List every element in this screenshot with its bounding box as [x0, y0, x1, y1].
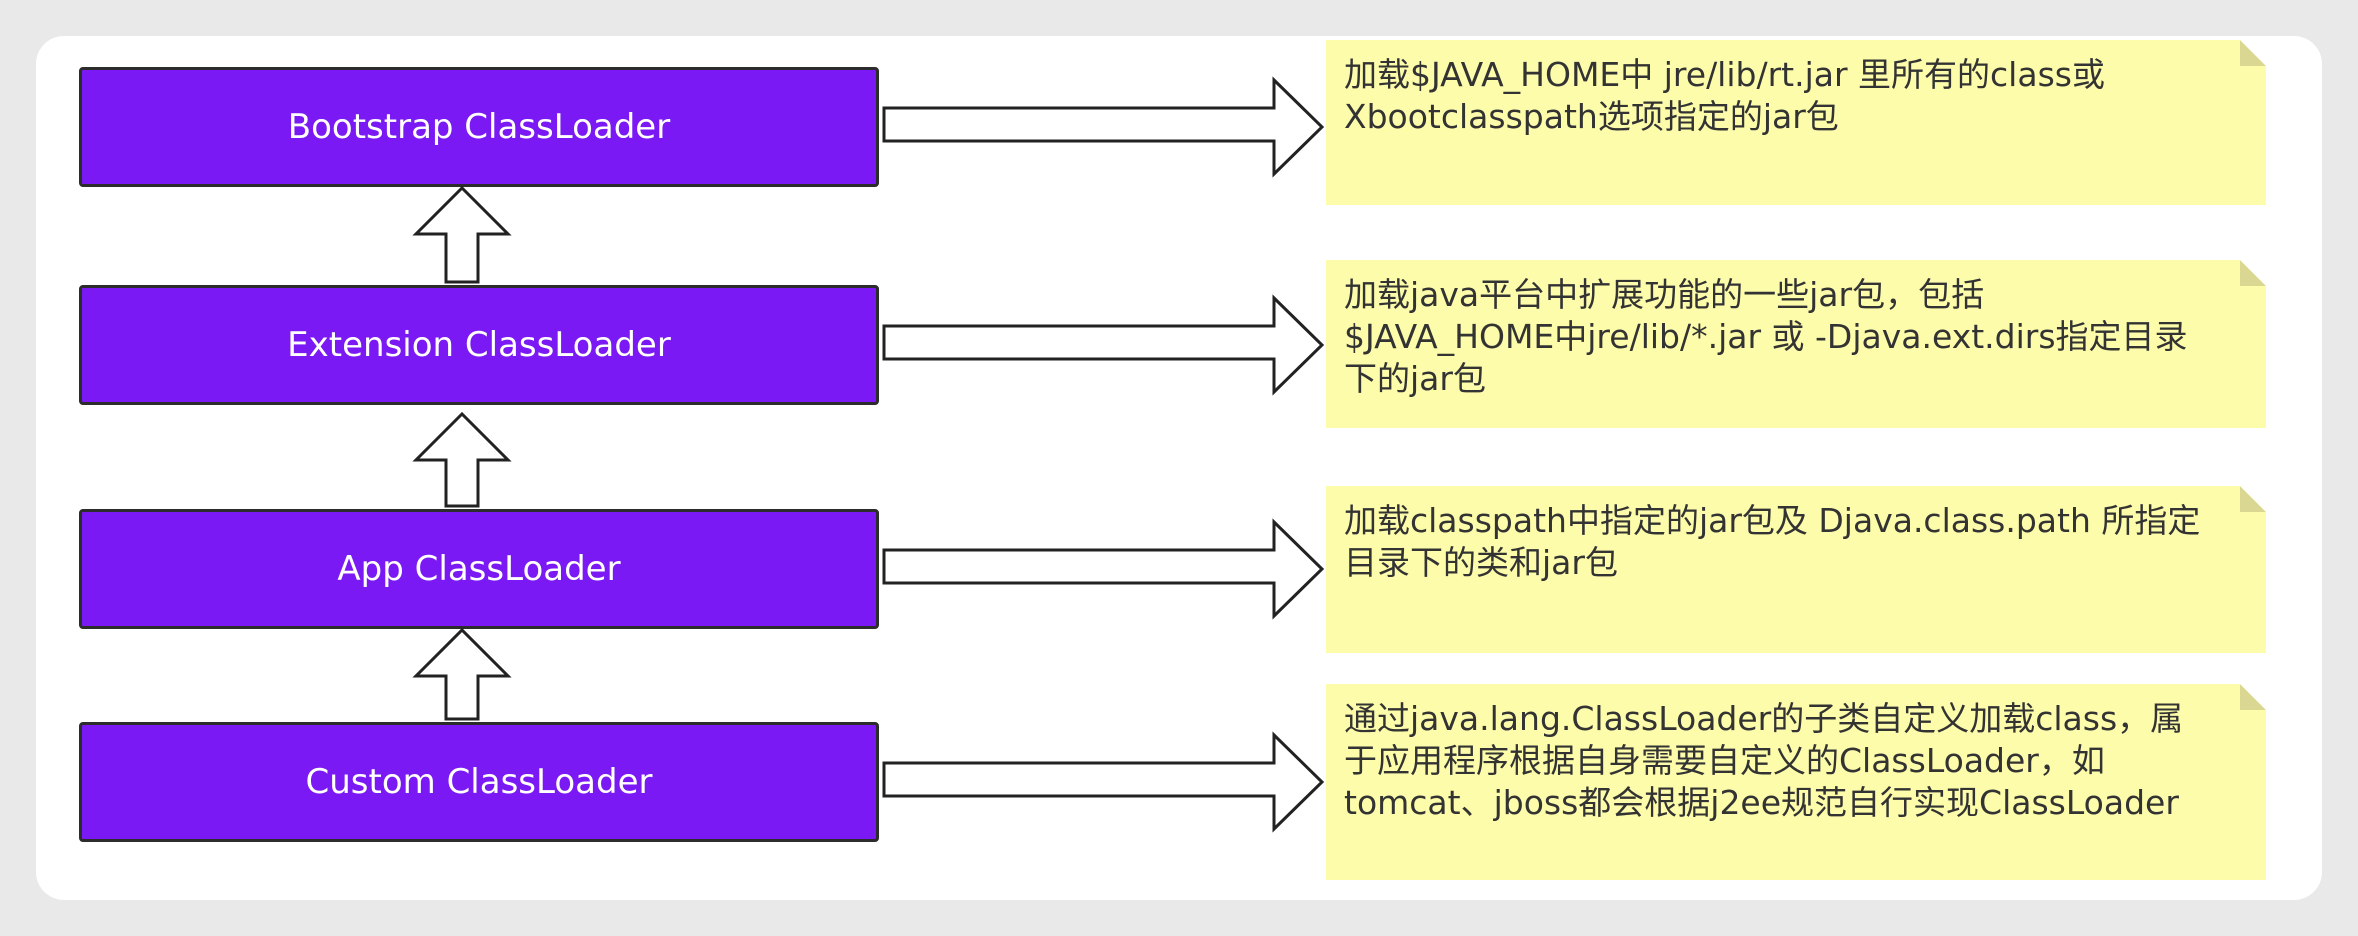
extension-note-line-3: 下的jar包	[1344, 359, 1486, 398]
bootstrap-note-line-2: Xbootclasspath选项指定的jar包	[1344, 97, 1839, 136]
up-arrow-app-to-extension	[412, 411, 512, 508]
extension-classloader-label: Extension ClassLoader	[287, 325, 671, 365]
custom-classloader-label: Custom ClassLoader	[305, 762, 653, 802]
extension-note: 加载java平台中扩展功能的一些jar包，包括 $JAVA_HOME中jre/l…	[1326, 260, 2266, 428]
custom-note-line-2: 于应用程序根据自身需要自定义的ClassLoader，如	[1344, 741, 2105, 780]
right-arrow-app	[882, 518, 1325, 620]
extension-note-line-2: $JAVA_HOME中jre/lib/*.jar 或 -Djava.ext.di…	[1344, 317, 2188, 356]
extension-classloader-box: Extension ClassLoader	[79, 285, 879, 405]
up-arrow-custom-to-app	[412, 627, 512, 721]
right-arrow-custom	[882, 731, 1325, 833]
bootstrap-classloader-box: Bootstrap ClassLoader	[79, 67, 879, 187]
extension-note-line-1: 加载java平台中扩展功能的一些jar包，包括	[1344, 275, 1985, 314]
bootstrap-note: 加载$JAVA_HOME中 jre/lib/rt.jar 里所有的class或 …	[1326, 40, 2266, 205]
custom-note-line-3: tomcat、jboss都会根据j2ee规范自行实现ClassLoader	[1344, 783, 2179, 822]
app-note: 加载classpath中指定的jar包及 Djava.class.path 所指…	[1326, 486, 2266, 653]
app-note-line-2: 目录下的类和jar包	[1344, 543, 1618, 582]
app-classloader-label: App ClassLoader	[337, 549, 621, 589]
custom-note: 通过java.lang.ClassLoader的子类自定义加载class，属 于…	[1326, 684, 2266, 880]
right-arrow-extension	[882, 294, 1325, 396]
bootstrap-note-line-1: 加载$JAVA_HOME中 jre/lib/rt.jar 里所有的class或	[1344, 55, 2105, 94]
right-arrow-bootstrap	[882, 76, 1325, 178]
up-arrow-extension-to-bootstrap	[412, 185, 512, 284]
app-classloader-box: App ClassLoader	[79, 509, 879, 629]
custom-note-line-1: 通过java.lang.ClassLoader的子类自定义加载class，属	[1344, 699, 2184, 738]
app-note-line-1: 加载classpath中指定的jar包及 Djava.class.path 所指…	[1344, 501, 2201, 540]
custom-classloader-box: Custom ClassLoader	[79, 722, 879, 842]
bootstrap-classloader-label: Bootstrap ClassLoader	[287, 107, 671, 147]
